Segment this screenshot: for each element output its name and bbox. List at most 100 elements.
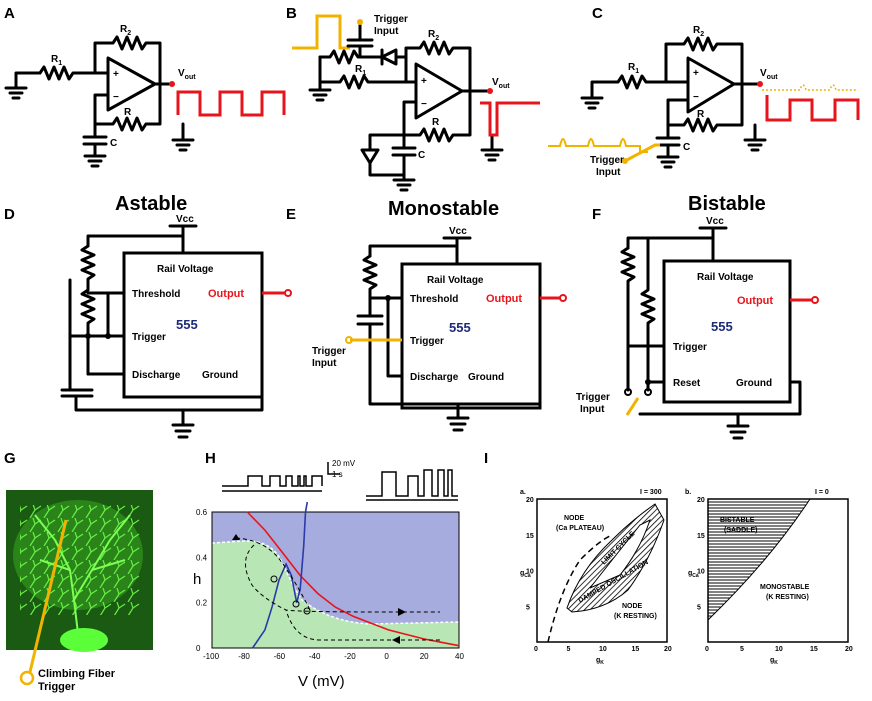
timer-circuit-monostable	[345, 236, 567, 432]
threshold-label-e: Threshold	[410, 294, 458, 305]
phase-b-region-k: (K RESTING)	[766, 594, 809, 601]
chip-label-d: 555	[176, 317, 198, 332]
phase-x-tick: 10	[775, 646, 783, 653]
phase-a-ylabel: gCa	[520, 570, 531, 579]
panel-label-b: B	[286, 5, 297, 22]
y-tick-label: 0.6	[196, 508, 208, 517]
minus-label-a: −	[113, 92, 119, 103]
phase-b-I: I = 0	[815, 489, 829, 496]
trigger-label-d: Trigger	[132, 332, 166, 343]
phase-a-letter: a.	[520, 489, 526, 496]
phase-diagram-b	[707, 498, 849, 643]
nullcline-series-1	[251, 501, 309, 649]
panel-label-h: H	[205, 450, 216, 467]
x-tick-label: -60	[274, 652, 286, 661]
phase-x-tick: 15	[810, 646, 818, 653]
vcc-label-e: Vcc	[449, 226, 467, 237]
rail-label-f: Rail Voltage	[697, 272, 754, 283]
rail-label-d: Rail Voltage	[157, 264, 214, 275]
panel-label-d: D	[4, 206, 15, 223]
phase-a-I: I = 300	[640, 489, 662, 496]
phase-x-tick: 0	[534, 646, 538, 653]
output-label-e: Output	[486, 293, 522, 305]
reset-label-f: Reset	[673, 378, 701, 389]
phase-y-tick: 15	[526, 533, 534, 540]
output-label-f: Output	[737, 295, 773, 307]
y-tick-label: 0.4	[196, 553, 208, 562]
output-label-d: Output	[208, 288, 244, 300]
nullcline-series-0	[246, 511, 460, 647]
plus-label-b: +	[421, 76, 427, 87]
r2-label-b: R2	[428, 29, 439, 42]
vout-label-a: Vout	[178, 68, 196, 81]
vcc-label-f: Vcc	[706, 216, 724, 227]
timer-circuit-astable	[60, 224, 292, 439]
x-tick-label: 20	[420, 652, 429, 661]
r-label-b: R	[432, 117, 440, 128]
phase-x-tick: 15	[632, 646, 640, 653]
neuron-micrograph	[6, 490, 153, 686]
phase-x-tick: 5	[740, 646, 744, 653]
opamp-circuit-a	[4, 35, 286, 168]
rail-label-e: Rail Voltage	[427, 275, 484, 286]
r-label-a: R	[124, 107, 132, 118]
r1-label-b: R1	[355, 64, 366, 77]
x-tick-label: -100	[203, 652, 220, 661]
phase-a-xlabel: gK	[596, 657, 604, 666]
opamp-circuit-c	[548, 36, 860, 169]
panel-label-i: I	[484, 450, 488, 467]
x-tick-label: 0	[384, 652, 389, 661]
chip-label-e: 555	[449, 320, 471, 335]
minus-label-c: −	[693, 92, 699, 103]
scale-bar-time: 1 s	[332, 470, 343, 479]
trigger-label-e: Trigger	[410, 336, 444, 347]
timer-circuit-bistable	[620, 226, 819, 440]
timer-title-astable: Astable	[115, 193, 187, 215]
c-label-a: C	[110, 138, 117, 149]
panel-label-a: A	[4, 5, 15, 22]
phase-x-tick: 20	[664, 646, 672, 653]
vout-label-c: Vout	[760, 68, 778, 81]
phase-y-tick: 20	[526, 497, 534, 504]
phase-y-tick: 5	[526, 604, 530, 611]
phase-b-region-bistable: BISTABLE	[720, 517, 755, 524]
scale-bar-voltage: 20 mV	[332, 459, 356, 468]
phase-a-region-node: NODE	[564, 515, 585, 522]
ground-label-f: Ground	[736, 378, 772, 389]
x-tick-label: 40	[455, 652, 464, 661]
voltage-traces	[222, 462, 458, 501]
opamp-circuit-b	[292, 14, 540, 192]
phase-a-region-node2: NODE	[622, 603, 643, 610]
threshold-label-d: Threshold	[132, 289, 180, 300]
r1-label-c: R1	[628, 62, 639, 75]
phase-b-ylabel: gCa	[688, 570, 699, 579]
r2-label-a: R2	[120, 24, 131, 37]
phase-y-tick: 10	[526, 569, 534, 576]
timer-title-monostable: Monostable	[388, 198, 499, 220]
y-tick-label: 0.2	[196, 599, 208, 608]
phase-ylabel: h	[193, 571, 201, 588]
y-tick-label: 0	[196, 644, 201, 653]
phase-b-letter: b.	[685, 489, 691, 496]
trigger-label-f: Trigger	[673, 342, 707, 353]
timer-title-bistable: Bistable	[688, 193, 766, 215]
phase-x-tick: 20	[845, 646, 853, 653]
c-label-c: C	[683, 142, 690, 153]
ground-label-e: Ground	[468, 372, 504, 383]
r-label-c: R	[697, 109, 705, 120]
chip-label-f: 555	[711, 319, 733, 334]
phase-x-tick: 5	[567, 646, 571, 653]
minus-label-b: −	[421, 99, 427, 110]
discharge-label-e: Discharge	[410, 372, 459, 383]
discharge-label-d: Discharge	[132, 370, 181, 381]
phase-x-tick: 0	[705, 646, 709, 653]
phase-y-tick: 20	[697, 497, 705, 504]
phase-b-xlabel: gK	[770, 657, 778, 666]
panel-label-f: F	[592, 206, 601, 223]
phase-a-region-k: (K RESTING)	[614, 613, 657, 620]
